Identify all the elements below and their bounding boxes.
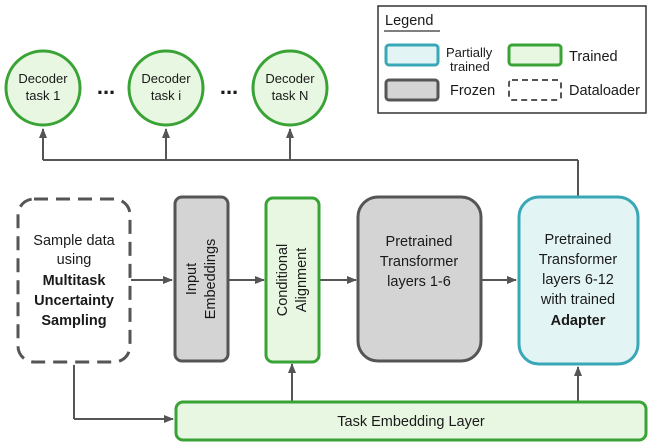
legend-title: Legend: [385, 13, 433, 29]
input-embeddings-line1: Input: [184, 263, 200, 295]
pretrained-layers-6-12-shape: [517, 195, 640, 366]
conditional-alignment-line1: Conditional: [275, 244, 291, 317]
decoder-task-1-line2: task 1: [26, 88, 61, 103]
legend: Legend Partially trained Trained Frozen …: [377, 5, 647, 114]
decoder-task-1-shape: [4, 49, 82, 127]
decoder-task-1: Decoder task 1: [4, 49, 82, 127]
decoder-task-i-shape: [127, 49, 205, 127]
decoder-task-n: Decoder task N: [251, 49, 329, 127]
sampler-shape: [16, 197, 132, 364]
decoder-ellipsis-1: ...: [97, 74, 115, 99]
sampler-line1: Sample data: [33, 233, 115, 249]
sampler-line4: Uncertainty: [34, 293, 114, 309]
pretrained-layers-6-12-line2: Transformer: [539, 252, 618, 268]
task-embedding-layer-shape: [174, 400, 648, 442]
task-embedding-layer-block: Task Embedding Layer: [174, 400, 648, 442]
pretrained-layers-1-6-line1: Pretrained: [386, 234, 453, 250]
decoder-task-i-line1: Decoder: [141, 71, 191, 86]
conditional-alignment-shape: [264, 196, 321, 364]
pretrained-layers-1-6-block: Pretrained Transformer layers 1-6: [356, 195, 483, 363]
legend-frozen-label: Frozen: [450, 83, 495, 99]
decoder-task-i-line2: task i: [151, 88, 181, 103]
input-embeddings-block: Input Embeddings: [173, 195, 230, 363]
pretrained-layers-1-6-shape: [356, 195, 483, 363]
sampler-line2: using: [57, 252, 92, 268]
decoder-ellipsis-2: ...: [220, 74, 238, 99]
sampler-line5: Sampling: [41, 313, 106, 329]
legend-dataloader-swatch: [508, 79, 562, 101]
pretrained-layers-6-12-line1: Pretrained: [545, 232, 612, 248]
pretrained-layers-1-6-line2: Transformer: [380, 254, 459, 270]
decoder-task-1-line1: Decoder: [18, 71, 68, 86]
decoder-task-i: Decoder task i: [127, 49, 205, 127]
legend-partial-label-line2: trained: [450, 59, 490, 74]
pretrained-layers-1-6-line3: layers 1-6: [387, 274, 451, 290]
legend-frozen-swatch: [384, 78, 440, 102]
pretrained-layers-6-12-line5: Adapter: [551, 313, 606, 329]
legend-partial-label-line1: Partially: [446, 45, 493, 60]
connectors: [39, 128, 582, 423]
pretrained-layers-6-12-line3: layers 6-12: [542, 272, 614, 288]
decoder-task-n-line2: task N: [272, 88, 309, 103]
conditional-alignment-block: Conditional Alignment: [264, 196, 321, 364]
legend-trained-label: Trained: [569, 49, 618, 65]
pretrained-layers-6-12-line4: with trained: [540, 292, 615, 308]
input-embeddings-line2: Embeddings: [203, 239, 219, 320]
pretrained-layers-6-12-block: Pretrained Transformer layers 6-12 with …: [517, 195, 640, 366]
legend-partial-swatch: [384, 43, 440, 67]
input-embeddings-shape: [173, 195, 230, 363]
task-embedding-layer-label: Task Embedding Layer: [337, 414, 485, 430]
decoder-task-n-shape: [251, 49, 329, 127]
legend-dataloader-label: Dataloader: [569, 83, 640, 99]
conditional-alignment-line2: Alignment: [294, 248, 310, 312]
sampler-line3: Multitask: [43, 273, 107, 289]
legend-trained-swatch: [507, 43, 563, 67]
sampler-block: Sample data using Multitask Uncertainty …: [16, 197, 132, 364]
decoder-task-n-line1: Decoder: [265, 71, 315, 86]
